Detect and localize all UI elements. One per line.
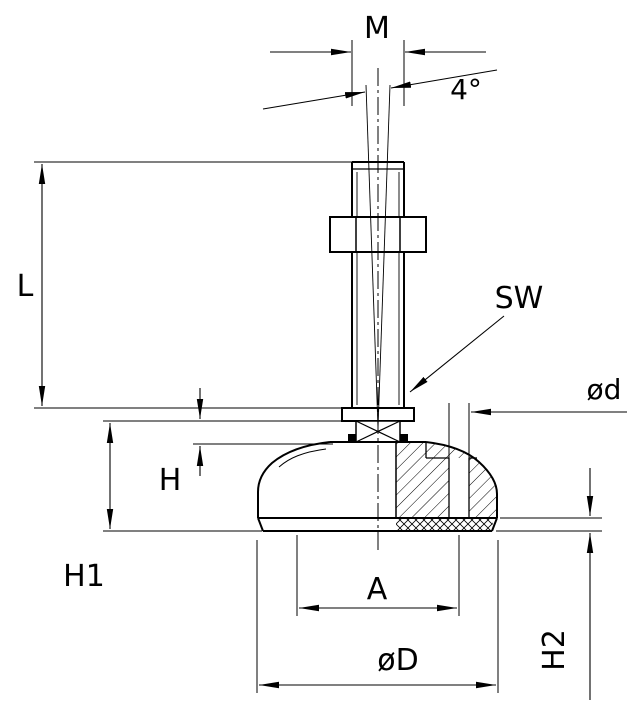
dim-label-base-dia: øD <box>377 643 418 678</box>
seal-right <box>400 434 408 442</box>
extension-lines <box>34 40 602 693</box>
rubber-pad <box>257 517 498 532</box>
dim-label-wrench: SW <box>495 281 544 316</box>
section-hatch <box>396 442 497 518</box>
dim-label-h2: H2 <box>537 629 572 671</box>
tilt-line-right <box>377 84 391 429</box>
threaded-stud <box>351 161 405 408</box>
dimension-lines <box>38 48 627 700</box>
dim-label-hole-dia: ød <box>587 373 622 406</box>
dim-label-angle: 4° <box>450 73 482 106</box>
center-line <box>365 68 391 552</box>
mounting-hole <box>449 458 469 518</box>
dim-label-thread: M <box>364 11 390 46</box>
tilt-line-left <box>365 84 379 429</box>
seal-left <box>348 434 356 442</box>
dim-label-h: H <box>159 463 182 498</box>
dim-label-a: A <box>367 572 388 607</box>
dim-label-h1: H1 <box>63 559 105 594</box>
dim-label-length: L <box>17 269 34 304</box>
